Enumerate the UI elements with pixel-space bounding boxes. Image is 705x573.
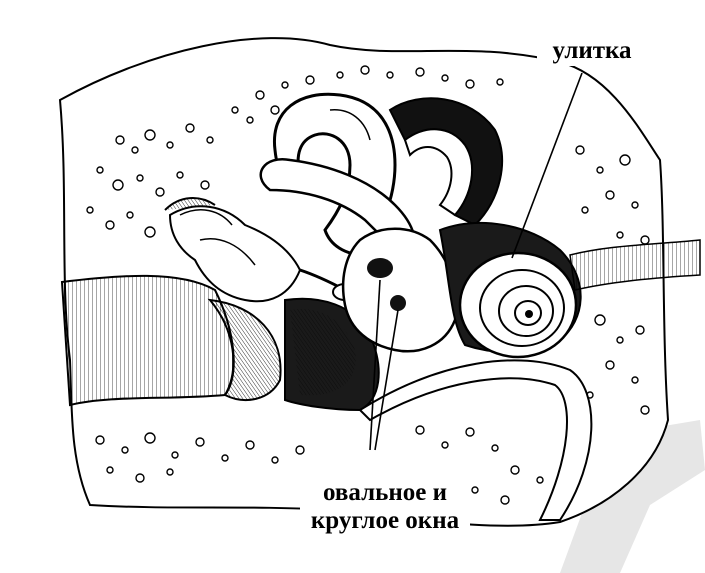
windows-label-line1: овальное и bbox=[323, 479, 447, 506]
cochlea-label: улитка bbox=[552, 37, 632, 64]
cochlea bbox=[460, 253, 576, 357]
oval-window bbox=[367, 258, 393, 278]
windows-label-line2: круглое окна bbox=[311, 507, 460, 534]
round-window bbox=[390, 295, 406, 311]
